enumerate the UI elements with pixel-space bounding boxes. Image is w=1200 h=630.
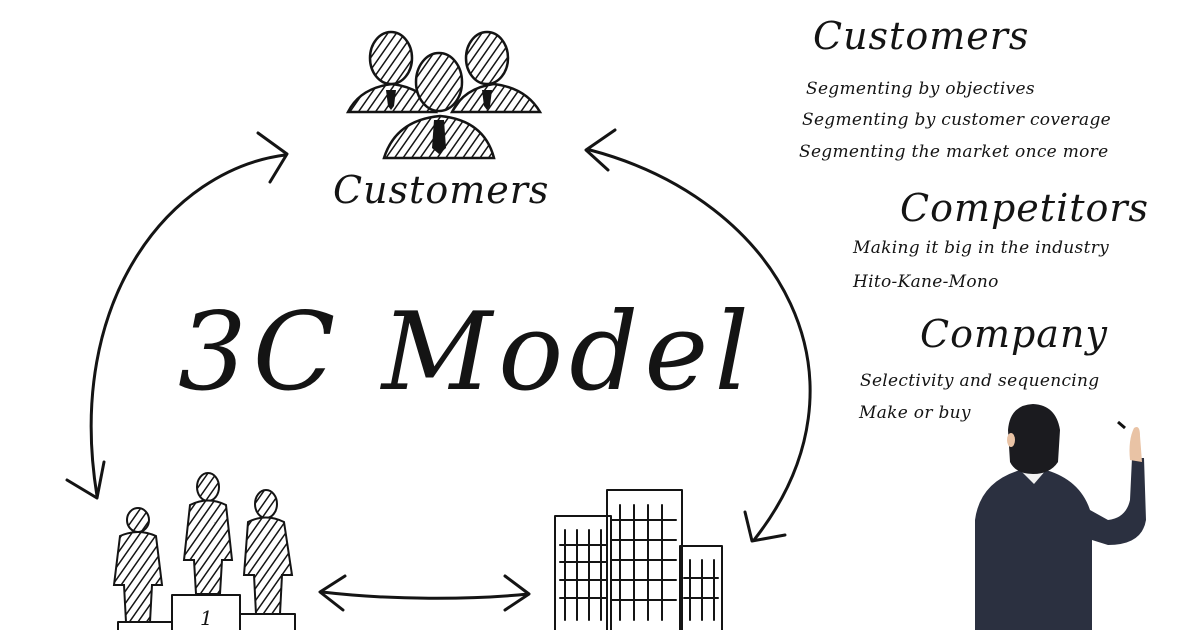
customers-heading: Customers — [813, 14, 1030, 58]
customers-group-icon — [345, 30, 543, 160]
company-heading: Company — [920, 312, 1108, 356]
company-note-2: Make or buy — [859, 403, 971, 423]
company-note-1: Selectivity and sequencing — [860, 371, 1100, 391]
customers-node-label: Customers — [333, 168, 550, 212]
customers-note-3: Segmenting the market once more — [799, 142, 1109, 162]
diagram-title: 3C Model — [178, 290, 755, 415]
competitors-note-2: Hito-Kane-Mono — [853, 272, 999, 292]
businessman-figure — [975, 404, 1146, 630]
arrow-competitors-company — [318, 574, 531, 612]
arrow-customers-to-competitors — [65, 131, 289, 500]
customers-note-2: Segmenting by customer coverage — [802, 110, 1112, 130]
podium-place-label: 1 — [200, 606, 213, 630]
competitors-heading: Competitors — [900, 186, 1150, 230]
company-buildings-icon — [554, 489, 723, 630]
customers-note-1: Segmenting by objectives — [806, 79, 1035, 99]
competitors-podium-icon: 1 — [112, 472, 296, 630]
competitors-note-1: Making it big in the industry — [853, 238, 1110, 258]
arrow-company-to-customers — [584, 128, 812, 543]
